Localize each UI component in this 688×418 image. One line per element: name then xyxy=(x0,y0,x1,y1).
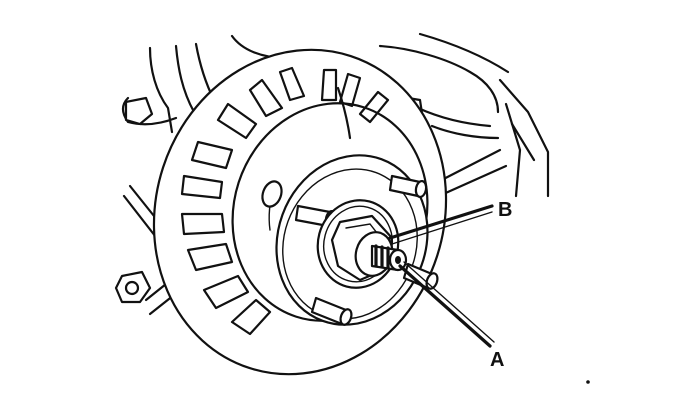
wheel-stud xyxy=(310,296,353,326)
callout-a-label: A xyxy=(490,349,504,371)
callout-b: B xyxy=(388,199,512,245)
rotor-vent-slots xyxy=(180,66,390,336)
wheel-stud xyxy=(388,174,428,199)
axle-nut-assembly xyxy=(316,199,408,289)
callout-b-label: B xyxy=(498,199,512,221)
callout-a: A xyxy=(398,261,504,371)
wheel-studs xyxy=(294,174,439,326)
